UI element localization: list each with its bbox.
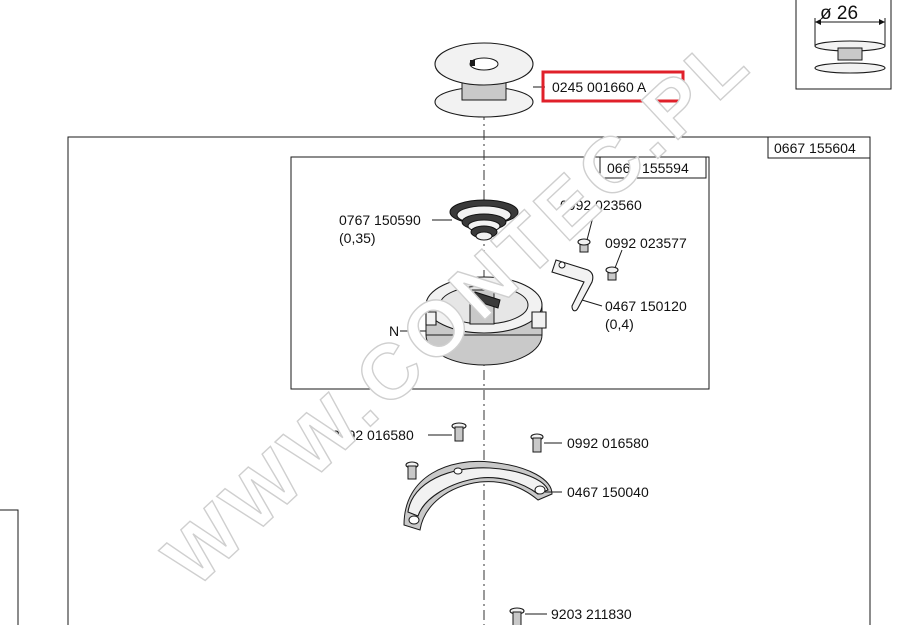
outer-assembly-number: 0667 155604 (774, 140, 856, 156)
screw-left-illustration (451, 422, 467, 442)
screw-a-part-number[interactable]: 0992 023560 (560, 197, 642, 213)
screw-a-illustration (577, 238, 591, 253)
screw-left-lower-illustration (405, 461, 419, 480)
bottom-screw-part-number[interactable]: 9203 211830 (551, 606, 632, 622)
diameter-label: ø 26 (820, 3, 858, 24)
screw-b-part-number[interactable]: 0992 023577 (605, 235, 687, 251)
inner-assembly-frame (290, 156, 710, 390)
cone-part-note: (0,35) (339, 230, 376, 246)
spring-illustration (551, 259, 594, 312)
ring-illustration (403, 460, 553, 531)
bottom-screw-illustration (509, 607, 525, 625)
hook-illustration (425, 276, 547, 366)
screw-right-part-number[interactable]: 0992 016580 (567, 435, 649, 451)
bobbin-illustration (434, 42, 534, 118)
inner-assembly-number: 0667 155594 (607, 160, 689, 176)
screw-right-illustration (530, 433, 544, 453)
screw-b-illustration (605, 266, 619, 281)
bobbin-highlight-box (541, 70, 685, 103)
spring-part-number[interactable]: 0467 150120 (605, 298, 687, 314)
outer-assembly-box (767, 136, 871, 159)
outer-assembly-frame (67, 136, 871, 625)
diameter-inset: ø 26 (795, 0, 892, 90)
spring-part-note: (0,4) (605, 316, 634, 332)
cone-illustration (449, 199, 519, 241)
left-partial-frame (0, 509, 19, 625)
ring-part-number[interactable]: 0467 150040 (567, 484, 649, 500)
inner-assembly-box (599, 156, 707, 179)
bobbin-part-number[interactable]: 0245 001660 A (552, 79, 647, 95)
hook-marker-label: N (389, 323, 399, 339)
cone-part-number[interactable]: 0767 150590 (339, 212, 421, 228)
screw-left-part-number[interactable]: 0992 016580 (332, 427, 414, 443)
